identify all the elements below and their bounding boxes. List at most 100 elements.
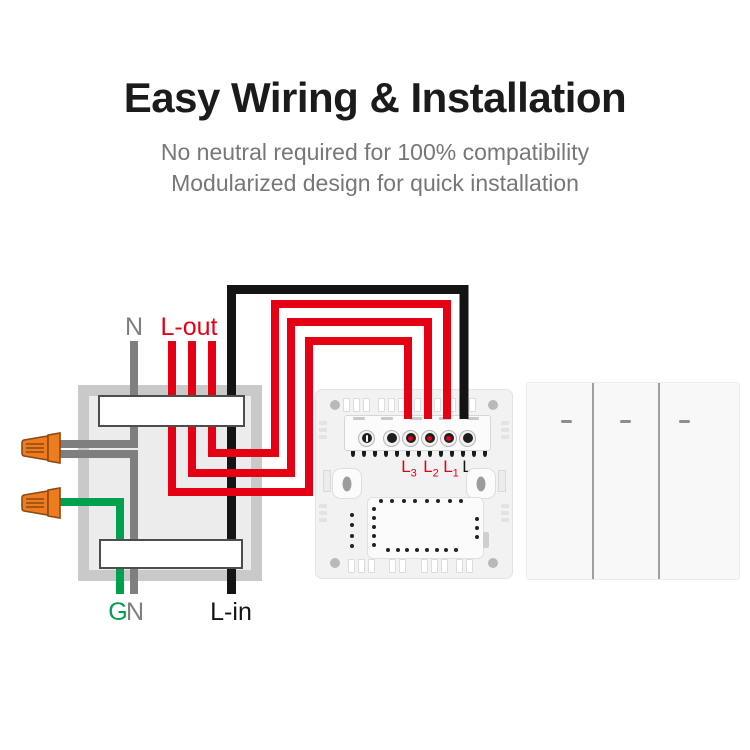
- vent-line: [319, 428, 327, 432]
- corner-screw-icon: [330, 558, 340, 568]
- terminal-strip-top: [98, 395, 245, 427]
- pin-dot: [362, 451, 366, 457]
- vent-slot: [424, 398, 431, 412]
- vent-slot-cluster: [449, 398, 476, 412]
- pin-dot: [390, 499, 395, 503]
- pin-dot: [436, 499, 441, 503]
- page-title: Easy Wiring & Installation: [123, 74, 627, 121]
- subtitle-line-2: Modularized design for quick installatio…: [171, 170, 579, 196]
- pin-dot: [434, 548, 439, 552]
- wire-nut-icon: [21, 487, 61, 519]
- terminal-screw-l: [459, 429, 476, 447]
- vent-line: [501, 504, 509, 508]
- label-live-out: L-out: [160, 313, 218, 341]
- pin-dot: [372, 516, 376, 520]
- vent-line: [501, 428, 509, 432]
- pin-dot: [379, 499, 383, 503]
- terminal-label-sub: 3: [410, 467, 417, 480]
- vent-slot-cluster: [456, 559, 473, 573]
- vent-slot: [421, 559, 428, 573]
- pin-dot: [401, 499, 406, 503]
- vent-line: [319, 504, 327, 508]
- rocker-divider: [658, 383, 660, 579]
- vent-slot: [441, 559, 448, 573]
- pin-dot: [424, 548, 429, 552]
- pin-dot: [350, 543, 354, 548]
- pin-dots-column: [350, 513, 354, 548]
- vent-line: [319, 435, 327, 439]
- vent-slot: [466, 559, 473, 573]
- rocker-divider: [592, 383, 594, 579]
- vent-slot: [358, 559, 365, 573]
- mount-hole-icon: [476, 476, 486, 491]
- pin-dot: [350, 523, 354, 528]
- vent-line: [319, 511, 327, 515]
- terminal-block: [344, 415, 491, 451]
- pin-dot: [395, 451, 399, 457]
- pin-dot: [475, 535, 479, 539]
- pin-dots-column: [475, 517, 479, 539]
- vent-slot: [388, 398, 395, 412]
- label-neutral-bottom: N: [125, 598, 145, 626]
- pin-dot: [444, 548, 449, 552]
- pin-dot: [405, 548, 410, 552]
- vent-slot-cluster: [389, 559, 406, 573]
- pin-dot: [351, 451, 355, 457]
- wire-entry-tab: [410, 417, 422, 420]
- terminal-label-sub: 2: [432, 467, 439, 480]
- terminal-label-l2: L2: [423, 458, 439, 482]
- pin-dot: [373, 451, 377, 457]
- label-live-in: L-in: [210, 598, 252, 626]
- wire-entry-tab: [439, 417, 451, 420]
- terminal-screw-l2: [421, 429, 438, 447]
- pin-dot: [413, 499, 418, 503]
- pin-dot: [447, 499, 452, 503]
- wire-nut-icon: [21, 432, 61, 464]
- mount-ear-left: [332, 468, 362, 499]
- vent-slot: [434, 398, 441, 412]
- pin-dot: [424, 499, 429, 503]
- vent-line: [319, 518, 327, 522]
- terminal-label-sub: 1: [452, 467, 459, 480]
- vent-slot: [378, 398, 385, 412]
- pin-dot: [417, 451, 421, 457]
- terminal-screw-slotted: [358, 429, 375, 447]
- rocker-indicator-dash: [561, 420, 572, 423]
- corner-screw-icon: [488, 400, 498, 410]
- vent-slot: [348, 559, 355, 573]
- rocker-indicator-dash: [679, 420, 690, 423]
- vent-slot: [368, 559, 375, 573]
- latch-slot: [483, 532, 489, 548]
- vent-slot: [399, 559, 406, 573]
- mount-hole-icon: [342, 476, 352, 491]
- vent-slot-cluster: [348, 559, 375, 573]
- vent-slot: [456, 559, 463, 573]
- pin-dot: [372, 507, 376, 511]
- mount-ear-right: [466, 468, 496, 499]
- pin-dot: [386, 548, 390, 552]
- pin-dot: [483, 451, 487, 457]
- vent-slot: [363, 398, 370, 412]
- pin-dots-row: [386, 548, 458, 552]
- terminal-screw-l3: [402, 429, 419, 447]
- vent-line: [501, 435, 509, 439]
- vent-slot: [353, 398, 360, 412]
- label-ground: G: [108, 598, 128, 626]
- vent-slot: [431, 559, 438, 573]
- vent-slot: [343, 398, 350, 412]
- side-vent: [319, 421, 327, 439]
- rocker-switch-panel: [526, 382, 740, 580]
- terminal-label-l3: L3: [401, 458, 417, 482]
- pin-dot: [372, 534, 376, 538]
- vent-slot-cluster: [378, 398, 405, 412]
- terminal-screw: [383, 429, 400, 447]
- pin-dot: [384, 451, 388, 457]
- vent-slot-cluster: [414, 398, 441, 412]
- terminal-screw-l1: [440, 429, 457, 447]
- pin-dot: [453, 548, 458, 552]
- vent-line: [319, 421, 327, 425]
- vent-slot-cluster: [421, 559, 448, 573]
- side-vent: [501, 421, 509, 439]
- pin-dot: [395, 548, 400, 552]
